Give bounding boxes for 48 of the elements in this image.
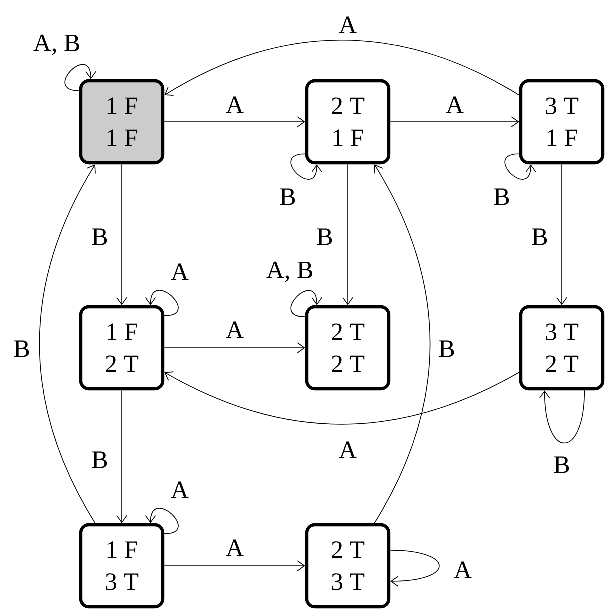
state-box: 3 T 1 F (519, 79, 605, 165)
edge-label: B (436, 338, 458, 360)
state-box: 3 T 2 T (519, 305, 605, 391)
loop-arrow (539, 390, 586, 444)
edge-label: B (552, 454, 572, 476)
loop-arrow (64, 64, 96, 92)
edge-label: A (168, 480, 192, 500)
arrow (164, 372, 520, 425)
arrow (116, 164, 128, 306)
loop-arrow (145, 290, 179, 316)
loop-arrow (504, 154, 536, 180)
edge-label: A (444, 94, 466, 116)
edge-label: B (12, 338, 32, 360)
edge-label: A (336, 14, 360, 36)
arrow (374, 164, 431, 524)
loop-arrow (390, 550, 440, 587)
edge-label: B (492, 186, 512, 208)
arrow (39, 164, 96, 524)
edge-label: B (90, 450, 110, 470)
arrow (390, 116, 520, 128)
arrow (116, 390, 128, 524)
edge-label: B (90, 226, 110, 248)
state-box: 2 T 3 T (305, 523, 391, 609)
state-box: 1 F 3 T (79, 523, 165, 609)
loop-arrow (145, 508, 179, 534)
arrow (164, 342, 306, 354)
arrow (164, 116, 306, 128)
edge-label: A (224, 94, 246, 116)
edge-label: A (224, 538, 246, 558)
state-box: 1 F 2 T (79, 305, 165, 391)
edge-label: B (278, 186, 298, 208)
loop-arrow (290, 290, 322, 318)
arrow (342, 164, 354, 306)
edge-label: A (452, 560, 474, 580)
edge-label: A (336, 440, 360, 460)
state-box: 2 T 1 F (305, 79, 391, 165)
edge-label: A (224, 320, 246, 340)
edge-label: A, B (264, 260, 316, 284)
edge-label: A, B (31, 32, 83, 58)
edge-label: B (314, 226, 336, 248)
arrow (164, 40, 520, 96)
arrow (164, 560, 306, 572)
arrow (556, 164, 568, 306)
state-box: 2 T 2 T (305, 305, 391, 391)
state-box: 1 F 1 F (79, 79, 165, 165)
edge-label: B (530, 226, 550, 248)
loop-arrow (290, 154, 322, 180)
edge-label: A (168, 262, 192, 282)
